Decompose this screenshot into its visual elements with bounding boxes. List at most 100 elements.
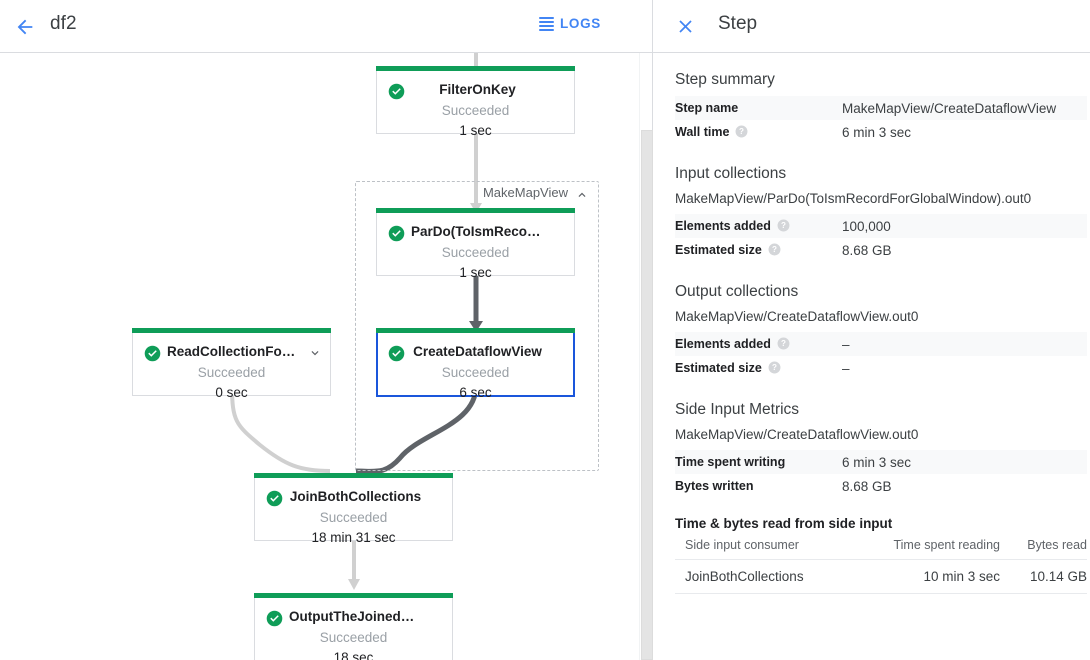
table-row: Time spent writing 6 min 3 sec xyxy=(675,450,1087,474)
logs-button[interactable]: LOGS xyxy=(534,13,606,34)
step-summary-table: Step name MakeMapView/CreateDataflowView… xyxy=(675,96,1087,144)
side-input-metrics-table: Time spent writing 6 min 3 sec Bytes wri… xyxy=(675,450,1087,498)
node-title: JoinBothCollections xyxy=(289,489,422,504)
group-label: MakeMapView xyxy=(482,185,568,200)
svg-text:?: ? xyxy=(781,339,786,348)
node-time: 0 sec xyxy=(215,385,248,400)
scrollbar-thumb[interactable] xyxy=(641,130,653,660)
graph-node-create-dataflow-view[interactable]: CreateDataflowView Succeeded 6 sec xyxy=(376,328,575,400)
graph-node-read-collection-for-join[interactable]: ReadCollectionForJoin Succeeded 0 sec xyxy=(132,328,331,400)
row-value: – xyxy=(842,336,850,352)
pipeline-graph-canvas[interactable]: MakeMapView FilterOnKey Succeeded 1 sec xyxy=(0,53,652,660)
table-row: Bytes written 8.68 GB xyxy=(675,474,1087,498)
output-collections-table: Elements added? – Estimated size? – xyxy=(675,332,1087,380)
column-header-side-input-consumer: Side input consumer xyxy=(675,535,875,560)
section-heading-step-summary: Step summary xyxy=(675,71,775,88)
row-value: 6 min 3 sec xyxy=(842,454,912,470)
table-row: Estimated size? – xyxy=(675,356,1087,380)
help-icon[interactable]: ? xyxy=(768,243,781,256)
graph-node-pardo-toismrecordfor[interactable]: ParDo(ToIsmRecordFor… Succeeded 1 sec xyxy=(376,208,575,280)
row-key: Elements added? xyxy=(675,332,842,356)
chevron-down-icon[interactable] xyxy=(308,346,322,360)
node-status-accent-bar xyxy=(254,473,453,478)
help-icon[interactable]: ? xyxy=(735,125,748,138)
node-status: Succeeded xyxy=(441,245,510,260)
check-circle-icon xyxy=(388,225,405,242)
help-icon[interactable]: ? xyxy=(777,219,790,232)
row-key: Estimated size? xyxy=(675,356,842,380)
section-heading-input-collections: Input collections xyxy=(675,165,787,182)
node-status-accent-bar xyxy=(376,208,575,213)
graph-node-join-both-collections[interactable]: JoinBothCollections Succeeded 18 min 31 … xyxy=(254,473,453,545)
svg-text:?: ? xyxy=(739,127,744,136)
svg-text:?: ? xyxy=(781,221,786,230)
node-status: Succeeded xyxy=(319,510,388,525)
group-make-map-view[interactable]: MakeMapView xyxy=(355,181,599,471)
check-circle-icon xyxy=(266,490,283,507)
graph-edges xyxy=(226,53,483,590)
column-header-time-spent-reading: Time spent reading xyxy=(875,535,1000,560)
help-icon[interactable]: ? xyxy=(768,361,781,374)
table-row: JoinBothCollections 10 min 3 sec 10.14 G… xyxy=(675,559,1087,594)
cell-bytes-read: 10.14 GB xyxy=(1000,559,1087,594)
row-value: 6 min 3 sec xyxy=(842,124,912,140)
close-button[interactable] xyxy=(669,10,701,42)
graph-node-filter-on-key[interactable]: FilterOnKey Succeeded 1 sec xyxy=(376,66,575,138)
cell-time-spent-reading: 10 min 3 sec xyxy=(875,559,1000,594)
check-circle-icon xyxy=(266,610,283,627)
node-title: OutputTheJoinedCollec… xyxy=(289,609,452,624)
chevron-up-icon[interactable] xyxy=(575,188,589,202)
node-status: Succeeded xyxy=(197,365,266,380)
row-value: MakeMapView/CreateDataflowView xyxy=(842,100,1057,116)
row-key: Elements added? xyxy=(675,214,842,238)
check-circle-icon xyxy=(144,345,161,362)
node-status: Succeeded xyxy=(441,365,510,380)
svg-text:?: ? xyxy=(772,363,777,372)
check-circle-icon xyxy=(388,83,405,100)
node-time: 18 sec xyxy=(333,650,374,660)
row-value: – xyxy=(842,360,850,376)
graph-vertical-scrollbar[interactable] xyxy=(639,53,653,660)
arrow-left-icon xyxy=(17,19,33,35)
input-collection-name: MakeMapView/ParDo(ToIsmRecordForGlobalWi… xyxy=(675,191,1032,206)
logs-button-label: LOGS xyxy=(559,16,601,31)
node-title: ReadCollectionForJoin xyxy=(167,344,315,359)
node-status: Succeeded xyxy=(319,630,388,645)
svg-text:?: ? xyxy=(772,245,777,254)
row-key: Bytes written xyxy=(675,479,754,493)
row-key: Estimated size? xyxy=(675,238,842,262)
side-input-read-table: Side input consumer Time spent reading B… xyxy=(675,535,1087,594)
side-input-collection-name: MakeMapView/CreateDataflowView.out0 xyxy=(675,427,919,442)
node-title: CreateDataflowView xyxy=(413,344,542,359)
side-panel-title: Step xyxy=(718,13,758,34)
column-header-bytes-read: Bytes read xyxy=(1000,535,1087,560)
back-button[interactable] xyxy=(8,10,42,44)
node-title: ParDo(ToIsmRecordFor… xyxy=(411,224,574,239)
logs-hamburger-icon xyxy=(538,16,554,31)
table-row: Estimated size? 8.68 GB xyxy=(675,238,1087,262)
node-title: FilterOnKey xyxy=(439,82,516,97)
row-key: Time spent writing xyxy=(675,455,786,469)
table-row: Elements added? – xyxy=(675,332,1087,356)
check-circle-icon xyxy=(388,345,405,362)
graph-toolbar: df2 LOGS xyxy=(0,0,652,53)
table-row: Elements added? 100,000 xyxy=(675,214,1087,238)
help-icon[interactable]: ? xyxy=(777,337,790,350)
side-panel-header: Step xyxy=(653,0,1090,53)
side-panel-body: Step summary Step name MakeMapView/Creat… xyxy=(653,53,1090,594)
graph-node-output-the-joined-collec[interactable]: OutputTheJoinedCollec… Succeeded 18 sec xyxy=(254,593,453,660)
page-title: df2 xyxy=(50,13,77,34)
node-status-accent-bar xyxy=(376,66,575,71)
close-icon xyxy=(678,19,692,33)
row-value: 8.68 GB xyxy=(842,478,892,494)
step-details-panel: Step Step summary Step name MakeMapView/… xyxy=(653,0,1090,660)
side-input-read-table-title: Time & bytes read from side input xyxy=(675,516,893,531)
node-status-accent-bar xyxy=(254,593,453,598)
node-status-accent-bar xyxy=(376,328,575,333)
input-collections-table: Elements added? 100,000 Estimated size? … xyxy=(675,214,1087,262)
node-time: 1 sec xyxy=(459,265,492,280)
row-key: Step name xyxy=(675,101,739,115)
section-heading-output-collections: Output collections xyxy=(675,283,799,300)
table-row: Step name MakeMapView/CreateDataflowView xyxy=(675,96,1087,120)
row-value: 100,000 xyxy=(842,218,891,234)
